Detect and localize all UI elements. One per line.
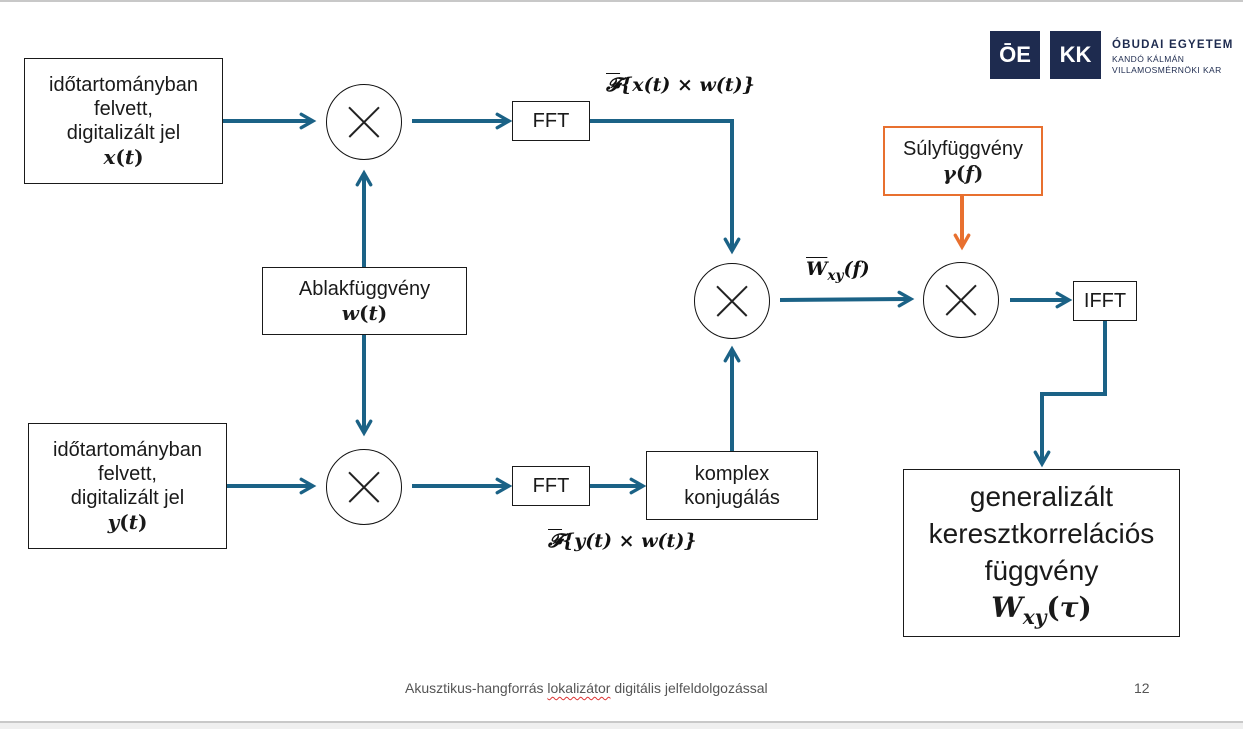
- arrow-fft-top-to-center: [590, 119, 741, 255]
- arrow-ifft-to-output: [1033, 321, 1107, 468]
- bottom-border: [0, 721, 1243, 729]
- W-symbol: W: [991, 590, 1023, 624]
- w-symbol: w: [341, 301, 360, 325]
- logo-subtitle-1: KANDÓ KÁLMÁN: [1112, 54, 1185, 64]
- fft-top-label: FFT: [532, 110, 570, 132]
- fft-bottom-expression: 𝓕{y(t) × w(t)}: [548, 530, 697, 552]
- logo-kk-mark: KK: [1050, 31, 1101, 79]
- input-y-block: időtartományban felvett, digitalizált je…: [28, 423, 227, 549]
- x-symbol: x: [103, 145, 116, 169]
- output-block: generalizált keresztkorrelációs függvény…: [903, 469, 1180, 637]
- logo-subtitle-2: VILLAMOSMÉRNÖKI KAR: [1112, 65, 1222, 75]
- weight-label: Súlyfüggvény: [902, 138, 1024, 160]
- output-line2: keresztkorrelációs: [928, 517, 1155, 549]
- output-line3: függvény: [984, 554, 1099, 586]
- logo-text: ÓBUDAI EGYETEM KANDÓ KÁLMÁN VILLAMOSMÉRN…: [1112, 39, 1234, 76]
- gamma-arg: f: [965, 161, 974, 185]
- input-x-symbol: x(t): [103, 145, 144, 169]
- footer-title-part1: Akusztikus-hangforrás: [405, 680, 548, 696]
- arrow-center-to-weight-mult: [779, 290, 915, 308]
- fft-bottom-block: FFT: [512, 466, 590, 506]
- logo-oe-mark: ŌE: [990, 31, 1040, 79]
- gamma-symbol: γ: [942, 161, 956, 185]
- x-arg: t: [124, 145, 135, 169]
- input-y-line2: felvett,: [98, 463, 157, 485]
- input-y-symbol: y(t): [107, 510, 148, 534]
- input-x-line1: időtartományban: [49, 74, 198, 96]
- input-x-line3: digitalizált jel: [66, 122, 181, 144]
- logo-title: ÓBUDAI EGYETEM: [1112, 39, 1234, 51]
- weight-function-block: Súlyfüggvény γ(f): [883, 126, 1043, 196]
- fft-top-block: FFT: [512, 101, 590, 141]
- ifft-label: IFFT: [1083, 290, 1127, 312]
- multiplier-bottom-icon: [326, 449, 402, 525]
- input-x-block: időtartományban felvett, digitalizált je…: [24, 58, 223, 184]
- footer-title-part2: digitális jelfeldolgozással: [610, 680, 768, 696]
- fft-top-expr-body: {x(t) × w(t)}: [620, 74, 755, 96]
- conjugate-line1: komplex: [694, 462, 770, 485]
- fft-bottom-expr-body: {y(t) × w(t)}: [562, 530, 697, 552]
- multiplier-weight-icon: [923, 262, 999, 338]
- fft-top-expression: 𝓕{x(t) × w(t)}: [606, 74, 755, 96]
- W-subscript: xy: [1022, 604, 1047, 629]
- multiplier-center-icon: [694, 263, 770, 339]
- y-symbol: y: [107, 510, 120, 534]
- complex-conjugate-block: komplex konjugálás: [646, 451, 818, 520]
- multiplier-top-icon: [326, 84, 402, 160]
- logo-oe-text: ŌE: [999, 42, 1031, 67]
- cross-spectrum-symbol: W: [806, 258, 828, 280]
- w-arg: t: [368, 301, 378, 325]
- y-arg: t: [128, 510, 138, 534]
- weight-symbol: γ(f): [942, 161, 984, 185]
- cross-spectrum-subscript: xy: [827, 267, 844, 284]
- window-function-block: Ablakfüggvény w(t): [262, 267, 467, 335]
- page-number: 12: [1134, 680, 1150, 696]
- tau-arg: τ: [1059, 590, 1079, 624]
- input-y-line3: digitalizált jel: [70, 487, 185, 509]
- window-label: Ablakfüggvény: [298, 278, 431, 300]
- logo-kk-text: KK: [1059, 42, 1092, 67]
- input-x-line2: felvett,: [94, 98, 153, 120]
- top-border: [0, 0, 1243, 2]
- fourier-operator: 𝓕: [606, 74, 621, 96]
- output-symbol: Wxy(τ): [991, 590, 1092, 629]
- window-symbol: w(t): [341, 301, 388, 325]
- input-y-line1: időtartományban: [53, 439, 202, 461]
- footer-title: Akusztikus-hangforrás lokalizátor digitá…: [405, 680, 768, 696]
- output-line1: generalizált: [969, 480, 1114, 512]
- ifft-block: IFFT: [1073, 281, 1137, 321]
- conjugate-line2: konjugálás: [684, 486, 780, 509]
- cross-spectrum-label: Wxy(f): [806, 258, 870, 284]
- cross-spectrum-arg: (f): [843, 258, 870, 280]
- footer-spellcheck-word: lokalizátor: [547, 680, 611, 696]
- fft-bottom-label: FFT: [532, 475, 570, 497]
- fourier-operator: 𝓕: [548, 530, 563, 552]
